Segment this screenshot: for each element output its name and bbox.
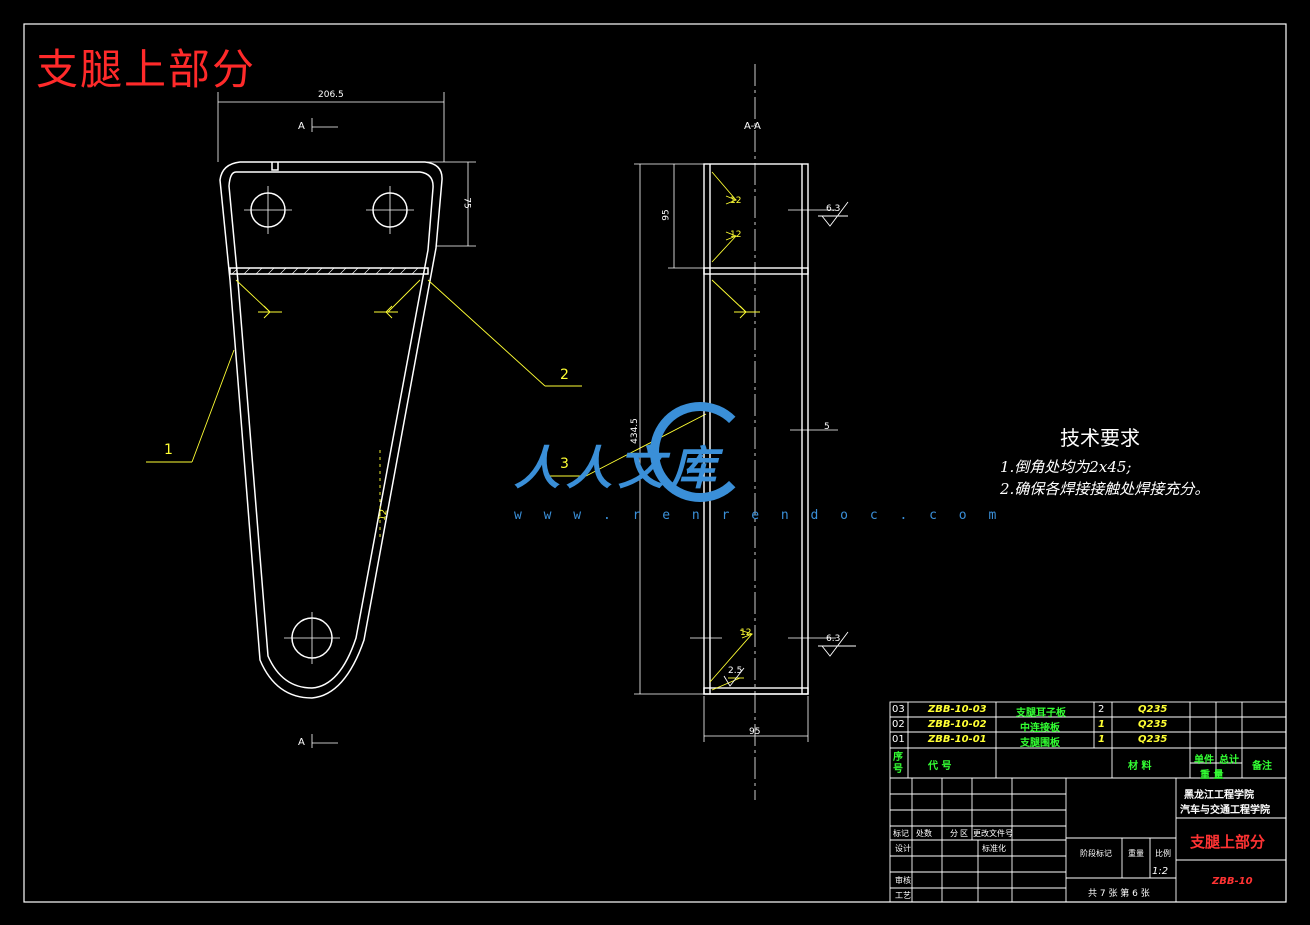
section-label-a-bottom: A: [298, 737, 305, 748]
bom-row-name: 支腿耳子板: [1016, 708, 1066, 719]
callout-2: 2: [560, 367, 569, 383]
tech-requirement-1: 1.倒角处均为2x45;: [1000, 458, 1132, 476]
front-centerlines: [244, 186, 414, 664]
dim-height-top: 75: [461, 197, 472, 209]
bom-row-material: Q235: [1138, 734, 1168, 745]
bom-header-material: 材 料: [1128, 761, 1152, 772]
bom-header-total: 总计: [1219, 755, 1239, 766]
rev-label-zone: 区: [960, 829, 968, 838]
bom-header-unit: 单件: [1194, 755, 1214, 766]
roughness-3: 2.5: [728, 666, 743, 676]
bom-row-no: 03: [892, 704, 905, 715]
rev-label-part: 分: [950, 829, 958, 838]
rev-label-count: 处数: [916, 829, 932, 838]
dim-side-height: 95: [661, 209, 672, 221]
roughness-symbols: [723, 201, 856, 687]
standard-label: 标准化: [982, 844, 1006, 853]
sheet-count: 共 7 张 第 6 张: [1088, 889, 1150, 899]
mid-plate: [229, 267, 429, 275]
front-outline-inner: [228, 171, 434, 689]
dim-weld-4: 12: [377, 508, 390, 522]
scale-value: 1:2: [1152, 866, 1169, 877]
front-hatch: [231, 267, 419, 275]
scale-label: 比例: [1155, 849, 1171, 858]
leader-lines: [146, 279, 707, 477]
tech-requirement-2: 2.确保各焊接接触处焊接充分。: [1000, 480, 1210, 498]
drawing-number: ZBB-10: [1212, 876, 1253, 887]
process-label: 工艺: [895, 891, 911, 900]
watermark-text: 人人文库: [514, 441, 722, 495]
section-label-aa: A-A: [744, 121, 761, 132]
bom-row-name: 支腿围板: [1020, 738, 1060, 749]
design-label: 设计: [895, 844, 911, 853]
bom-row-no: 02: [892, 719, 905, 730]
outer-frame: [23, 23, 1287, 903]
dim-weld-3: 12: [740, 628, 752, 638]
callout-3: 3: [560, 456, 569, 472]
bom-table: [889, 701, 1287, 903]
bom-header-code: 代 号: [928, 761, 952, 772]
review-label: 审核: [895, 876, 911, 885]
bom-row-code: ZBB-10-02: [928, 719, 987, 730]
dim-width-top: 206.5: [318, 90, 344, 100]
side-mid-plate: [703, 267, 809, 275]
bom-row-code: ZBB-10-01: [928, 734, 987, 745]
side-dimensions: [634, 163, 838, 742]
dim-weld-2: 12: [730, 230, 742, 240]
department-name: 汽车与交通工程学院: [1180, 805, 1270, 816]
dim-side-total: 434.5: [629, 418, 640, 444]
front-view: [219, 161, 443, 699]
bom-header-note: 备注: [1252, 761, 1272, 772]
bom-row-code: ZBB-10-03: [928, 704, 987, 715]
bom-header-no: 序号: [893, 752, 903, 775]
front-dimensions: [217, 92, 476, 748]
callout-1: 1: [164, 442, 173, 458]
drawing-name: 支腿上部分: [1190, 833, 1266, 851]
side-bottom-plate: [703, 687, 809, 695]
drawing-title: 支腿上部分: [36, 45, 257, 94]
bom-row-qty: 1: [1098, 719, 1105, 730]
watermark-url: w w w . r e n r e n d o c . c o m: [514, 508, 1004, 523]
roughness-1: 6.3: [826, 204, 841, 214]
bom-header-weight: 重 量: [1200, 770, 1224, 781]
school-name: 黑龙江工程学院: [1184, 790, 1254, 801]
dim-thickness: 5: [824, 422, 830, 432]
bom-row-qty: 1: [1098, 734, 1105, 745]
watermark-logo-icon: [650, 402, 750, 502]
rev-label-file: 更改文件号: [973, 829, 1013, 838]
bom-row-material: Q235: [1138, 704, 1168, 715]
dim-weld-1: 12: [730, 196, 742, 206]
stage-label: 阶段标记: [1080, 849, 1112, 858]
front-notch: [271, 162, 279, 171]
bom-row-material: Q235: [1138, 719, 1168, 730]
bom-row-name: 中连接板: [1020, 723, 1060, 734]
bom-row-no: 01: [892, 734, 905, 745]
dim-side-width: 95: [749, 727, 761, 737]
rev-label-mark: 标记: [893, 829, 909, 838]
roughness-2: 6.3: [826, 634, 841, 644]
tech-requirements-heading: 技术要求: [1060, 426, 1140, 450]
weight-label: 重量: [1128, 849, 1144, 858]
bom-row-qty: 2: [1098, 704, 1105, 715]
front-outline-outer: [219, 161, 443, 699]
section-label-a-top: A: [298, 121, 305, 132]
front-weld-symbols: [235, 279, 421, 540]
